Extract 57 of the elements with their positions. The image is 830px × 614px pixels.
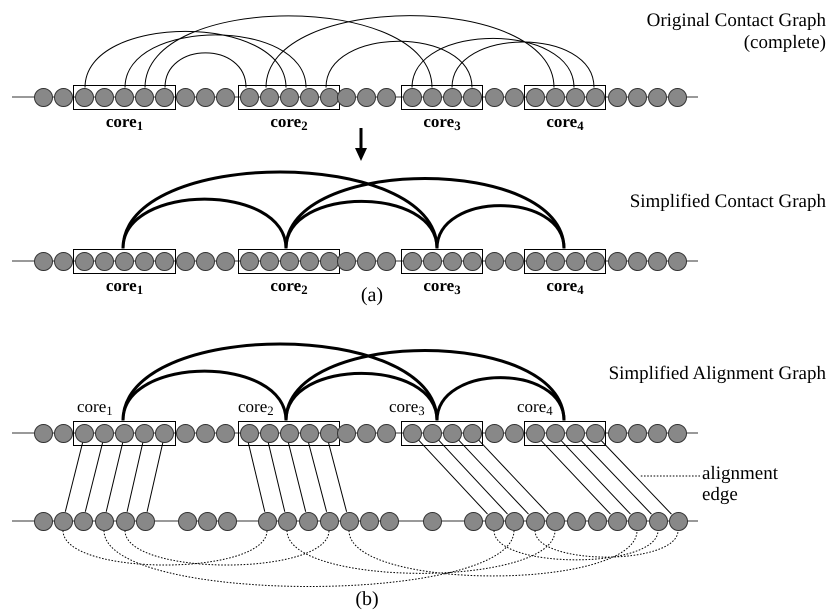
graph-title: Simplified Alignment Graph <box>608 362 826 386</box>
alignment-edge <box>438 439 508 515</box>
contact-arc <box>284 349 566 421</box>
alignment-edge <box>288 442 306 512</box>
alignment-edge <box>478 439 549 515</box>
core-label: core$_{2}$ <box>269 276 309 296</box>
core-label: core$_{2}$ <box>269 112 309 132</box>
core-label: core$_{3}$ <box>422 112 462 132</box>
core-label: core$_{3}$ <box>422 276 462 296</box>
contact-arc <box>62 530 268 566</box>
core-label: core$_{1}$ <box>104 112 144 132</box>
contact-arc <box>436 204 566 249</box>
graph-title: Original Contact Graph (complete) <box>646 10 826 54</box>
core-label: core$_{4}$ <box>545 112 585 132</box>
alignment-edge <box>600 439 672 515</box>
contact-arc <box>144 15 432 88</box>
core-label: core$_{2}$ <box>238 396 274 416</box>
contact-arc <box>494 530 658 560</box>
contact-arc <box>84 30 286 88</box>
alignment-edge <box>64 442 84 512</box>
contact-arc <box>452 41 594 88</box>
alignment-edge <box>560 439 631 515</box>
alignment-edge <box>540 439 611 515</box>
alignment-edge <box>268 442 286 512</box>
contact-arc <box>104 530 514 587</box>
core-label: core$_{1}$ <box>104 276 144 296</box>
alignment-edge <box>126 442 144 512</box>
contact-arc <box>286 530 556 574</box>
contact-arc <box>412 38 574 88</box>
alignment-edge <box>580 439 652 515</box>
alignment-edge <box>248 442 266 512</box>
callout-label: alignment edge <box>702 463 802 505</box>
graph-title: Simplified Contact Graph <box>628 190 826 214</box>
contact-arc <box>266 15 554 88</box>
contact-arc <box>348 530 638 576</box>
alignment-edge <box>308 442 328 512</box>
core-label: core$_{4}$ <box>517 396 553 416</box>
contact-arc <box>164 52 246 88</box>
contact-arc <box>284 177 566 249</box>
contact-arc <box>534 530 678 558</box>
panel-label: (b) <box>354 587 380 611</box>
contact-arc <box>122 342 438 421</box>
core-label: core$_{3}$ <box>389 396 425 416</box>
contact-arc <box>124 34 306 88</box>
alignment-edge <box>458 439 529 515</box>
alignment-edge <box>146 442 164 512</box>
alignment-edge <box>328 442 348 512</box>
contact-arc <box>124 530 330 566</box>
panel-label: (a) <box>360 283 384 308</box>
alignment-edge <box>418 439 488 515</box>
contact-arc <box>436 376 566 421</box>
core-label: core$_{1}$ <box>77 396 113 416</box>
alignment-edge <box>84 442 104 512</box>
core-label: core$_{4}$ <box>545 276 585 296</box>
contact-arc <box>326 40 472 88</box>
alignment-edge <box>106 442 124 512</box>
contact-arc <box>122 170 438 249</box>
